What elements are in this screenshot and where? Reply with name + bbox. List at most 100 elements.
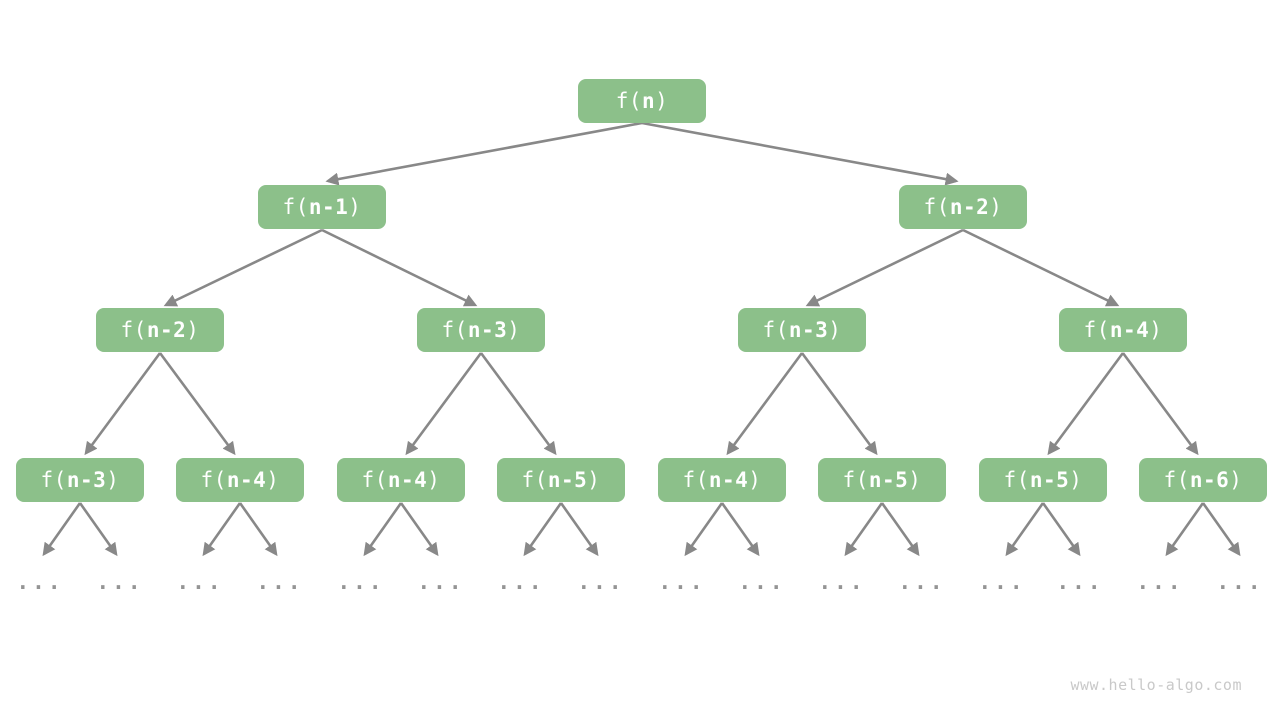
node-label-prefix: f(: [282, 194, 309, 219]
node-label-arg: n-3: [788, 317, 829, 342]
node-label-arg: n-4: [708, 467, 749, 492]
edge: [321, 228, 478, 307]
node-label-suffix: ): [828, 317, 842, 342]
edge: [163, 228, 323, 307]
edge: [844, 502, 884, 557]
edge: [559, 502, 599, 557]
node-label-arg: n-5: [1029, 467, 1070, 492]
node-label-arg: n-2: [146, 317, 187, 342]
node-label-prefix: f(: [923, 194, 950, 219]
edge: [363, 502, 403, 557]
node-label-arg: n-4: [226, 467, 267, 492]
ellipsis: ...: [978, 570, 1026, 594]
edge: [1041, 502, 1081, 557]
node-label-suffix: ): [427, 467, 441, 492]
edge: [1121, 352, 1199, 456]
tree-node: f(n-3): [16, 458, 144, 502]
tree-node: f(n-4): [658, 458, 786, 502]
ellipsis: ...: [1216, 570, 1264, 594]
tree-node: f(n-5): [497, 458, 625, 502]
edge: [523, 502, 563, 557]
node-label-suffix: ): [1069, 467, 1083, 492]
watermark: www.hello-algo.com: [1070, 676, 1242, 694]
edge: [399, 502, 439, 557]
tree-node: f(n-5): [818, 458, 946, 502]
edge: [238, 502, 278, 557]
edge: [42, 502, 82, 557]
tree-node: f(n-3): [417, 308, 545, 352]
node-label-arg: n-1: [308, 194, 349, 219]
tree-node: f(n-3): [738, 308, 866, 352]
ellipsis: ...: [898, 570, 946, 594]
node-label-prefix: f(: [200, 467, 227, 492]
ellipsis: ...: [337, 570, 385, 594]
tree-node: f(n-4): [337, 458, 465, 502]
edge: [1047, 352, 1125, 456]
node-label-suffix: ): [989, 194, 1003, 219]
node-label-arg: n-2: [949, 194, 990, 219]
edge: [880, 502, 920, 557]
ellipsis: ...: [1136, 570, 1184, 594]
ellipsis: ...: [1056, 570, 1104, 594]
node-label-arg: n-3: [66, 467, 107, 492]
ellipsis: ...: [818, 570, 866, 594]
edge: [405, 352, 483, 456]
node-label-prefix: f(: [441, 317, 468, 342]
edge: [726, 352, 804, 456]
tree-node: f(n-4): [176, 458, 304, 502]
edge: [641, 121, 959, 186]
node-label-suffix: ): [106, 467, 120, 492]
ellipsis: ...: [16, 570, 64, 594]
ellipsis: ...: [658, 570, 706, 594]
node-label-suffix: ): [1229, 467, 1243, 492]
edge: [720, 502, 760, 557]
node-label-prefix: f(: [40, 467, 67, 492]
tree-node: f(n-6): [1139, 458, 1267, 502]
node-label-prefix: f(: [361, 467, 388, 492]
node-label-arg: n: [641, 88, 656, 113]
edge: [158, 352, 236, 456]
edge: [1201, 502, 1241, 557]
node-label-prefix: f(: [615, 88, 642, 113]
node-label-arg: n-4: [387, 467, 428, 492]
node-label-prefix: f(: [1163, 467, 1190, 492]
edge: [202, 502, 242, 557]
edge: [78, 502, 118, 557]
tree-node: f(n-2): [96, 308, 224, 352]
ellipsis: ...: [176, 570, 224, 594]
node-label-prefix: f(: [842, 467, 869, 492]
node-label-arg: n-5: [868, 467, 909, 492]
edge: [325, 121, 643, 186]
ellipsis: ...: [577, 570, 625, 594]
node-label-suffix: ): [266, 467, 280, 492]
node-label-arg: n-6: [1189, 467, 1230, 492]
node-label-suffix: ): [507, 317, 521, 342]
node-label-prefix: f(: [762, 317, 789, 342]
node-label-arg: n-5: [547, 467, 588, 492]
node-label-suffix: ): [587, 467, 601, 492]
node-label-prefix: f(: [682, 467, 709, 492]
node-label-arg: n-4: [1109, 317, 1150, 342]
node-label-suffix: ): [186, 317, 200, 342]
tree-node: f(n-5): [979, 458, 1107, 502]
ellipsis: ...: [417, 570, 465, 594]
node-label-suffix: ): [655, 88, 669, 113]
node-label-prefix: f(: [521, 467, 548, 492]
edge: [805, 228, 964, 307]
node-label-suffix: ): [908, 467, 922, 492]
node-label-prefix: f(: [1083, 317, 1110, 342]
edge: [84, 352, 162, 456]
node-label-arg: n-3: [467, 317, 508, 342]
edge: [1005, 502, 1045, 557]
ellipsis: ...: [96, 570, 144, 594]
node-label-suffix: ): [1149, 317, 1163, 342]
edge: [479, 352, 557, 456]
node-label-suffix: ): [748, 467, 762, 492]
node-label-prefix: f(: [120, 317, 147, 342]
ellipsis: ...: [738, 570, 786, 594]
node-label-suffix: ): [348, 194, 362, 219]
ellipsis: ...: [256, 570, 304, 594]
tree-node: f(n-4): [1059, 308, 1187, 352]
